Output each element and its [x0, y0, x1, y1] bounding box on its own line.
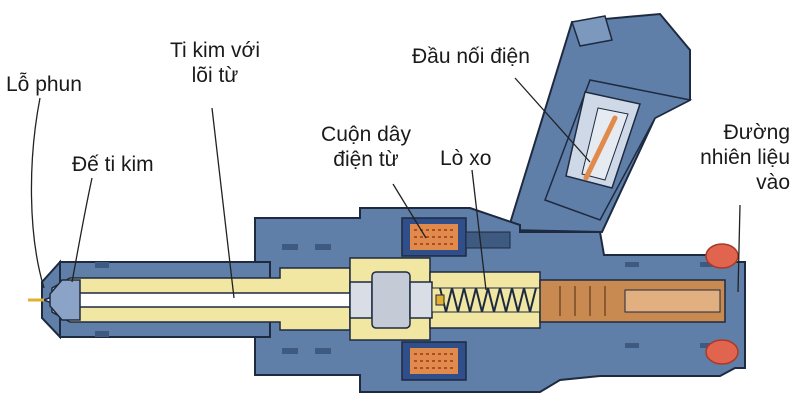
leader-ti-kim	[211, 107, 235, 299]
solenoid-coil-bottom	[401, 341, 467, 381]
label-lo-xo: Lò xo	[440, 147, 492, 170]
leader-lines	[30, 77, 741, 299]
leader-de-ti-kim	[71, 177, 93, 283]
label-ti-kim-line1: Ti kim với	[170, 39, 260, 62]
label-duong-line1: Đường	[723, 121, 790, 144]
label-cuon-day: Cuộn dây điện từ	[306, 122, 426, 172]
leader-cuon-day	[392, 183, 427, 239]
solenoid-coil-top	[401, 217, 511, 257]
leader-lo-xo	[471, 169, 487, 291]
label-ti-kim: Ti kim với lõi từ	[130, 38, 300, 88]
label-de-ti-kim: Đế ti kim	[72, 153, 154, 176]
label-duong-nhien-lieu: Đường nhiên liệu vào	[650, 120, 790, 195]
leader-duong-nhien-lieu	[737, 204, 741, 293]
electrical-pin	[583, 115, 618, 181]
leader-lo-phun	[30, 97, 45, 289]
label-ti-kim-line2: lõi từ	[191, 64, 239, 87]
o-ring-top	[705, 243, 739, 269]
label-duong-line3: vào	[756, 171, 790, 194]
label-lo-phun: Lỗ phun	[6, 73, 82, 96]
label-dau-noi-dien: Đầu nối điện	[412, 45, 530, 68]
spring	[431, 287, 543, 313]
label-cuon-day-line2: điện từ	[333, 148, 399, 171]
filter-sleeve	[539, 279, 726, 323]
label-duong-line2: nhiên liệu	[700, 146, 790, 169]
leader-dau-noi-dien	[514, 77, 591, 163]
label-cuon-day-line1: Cuộn dây	[321, 123, 411, 146]
needle-seat	[49, 279, 81, 321]
o-ring-bottom	[705, 339, 739, 365]
